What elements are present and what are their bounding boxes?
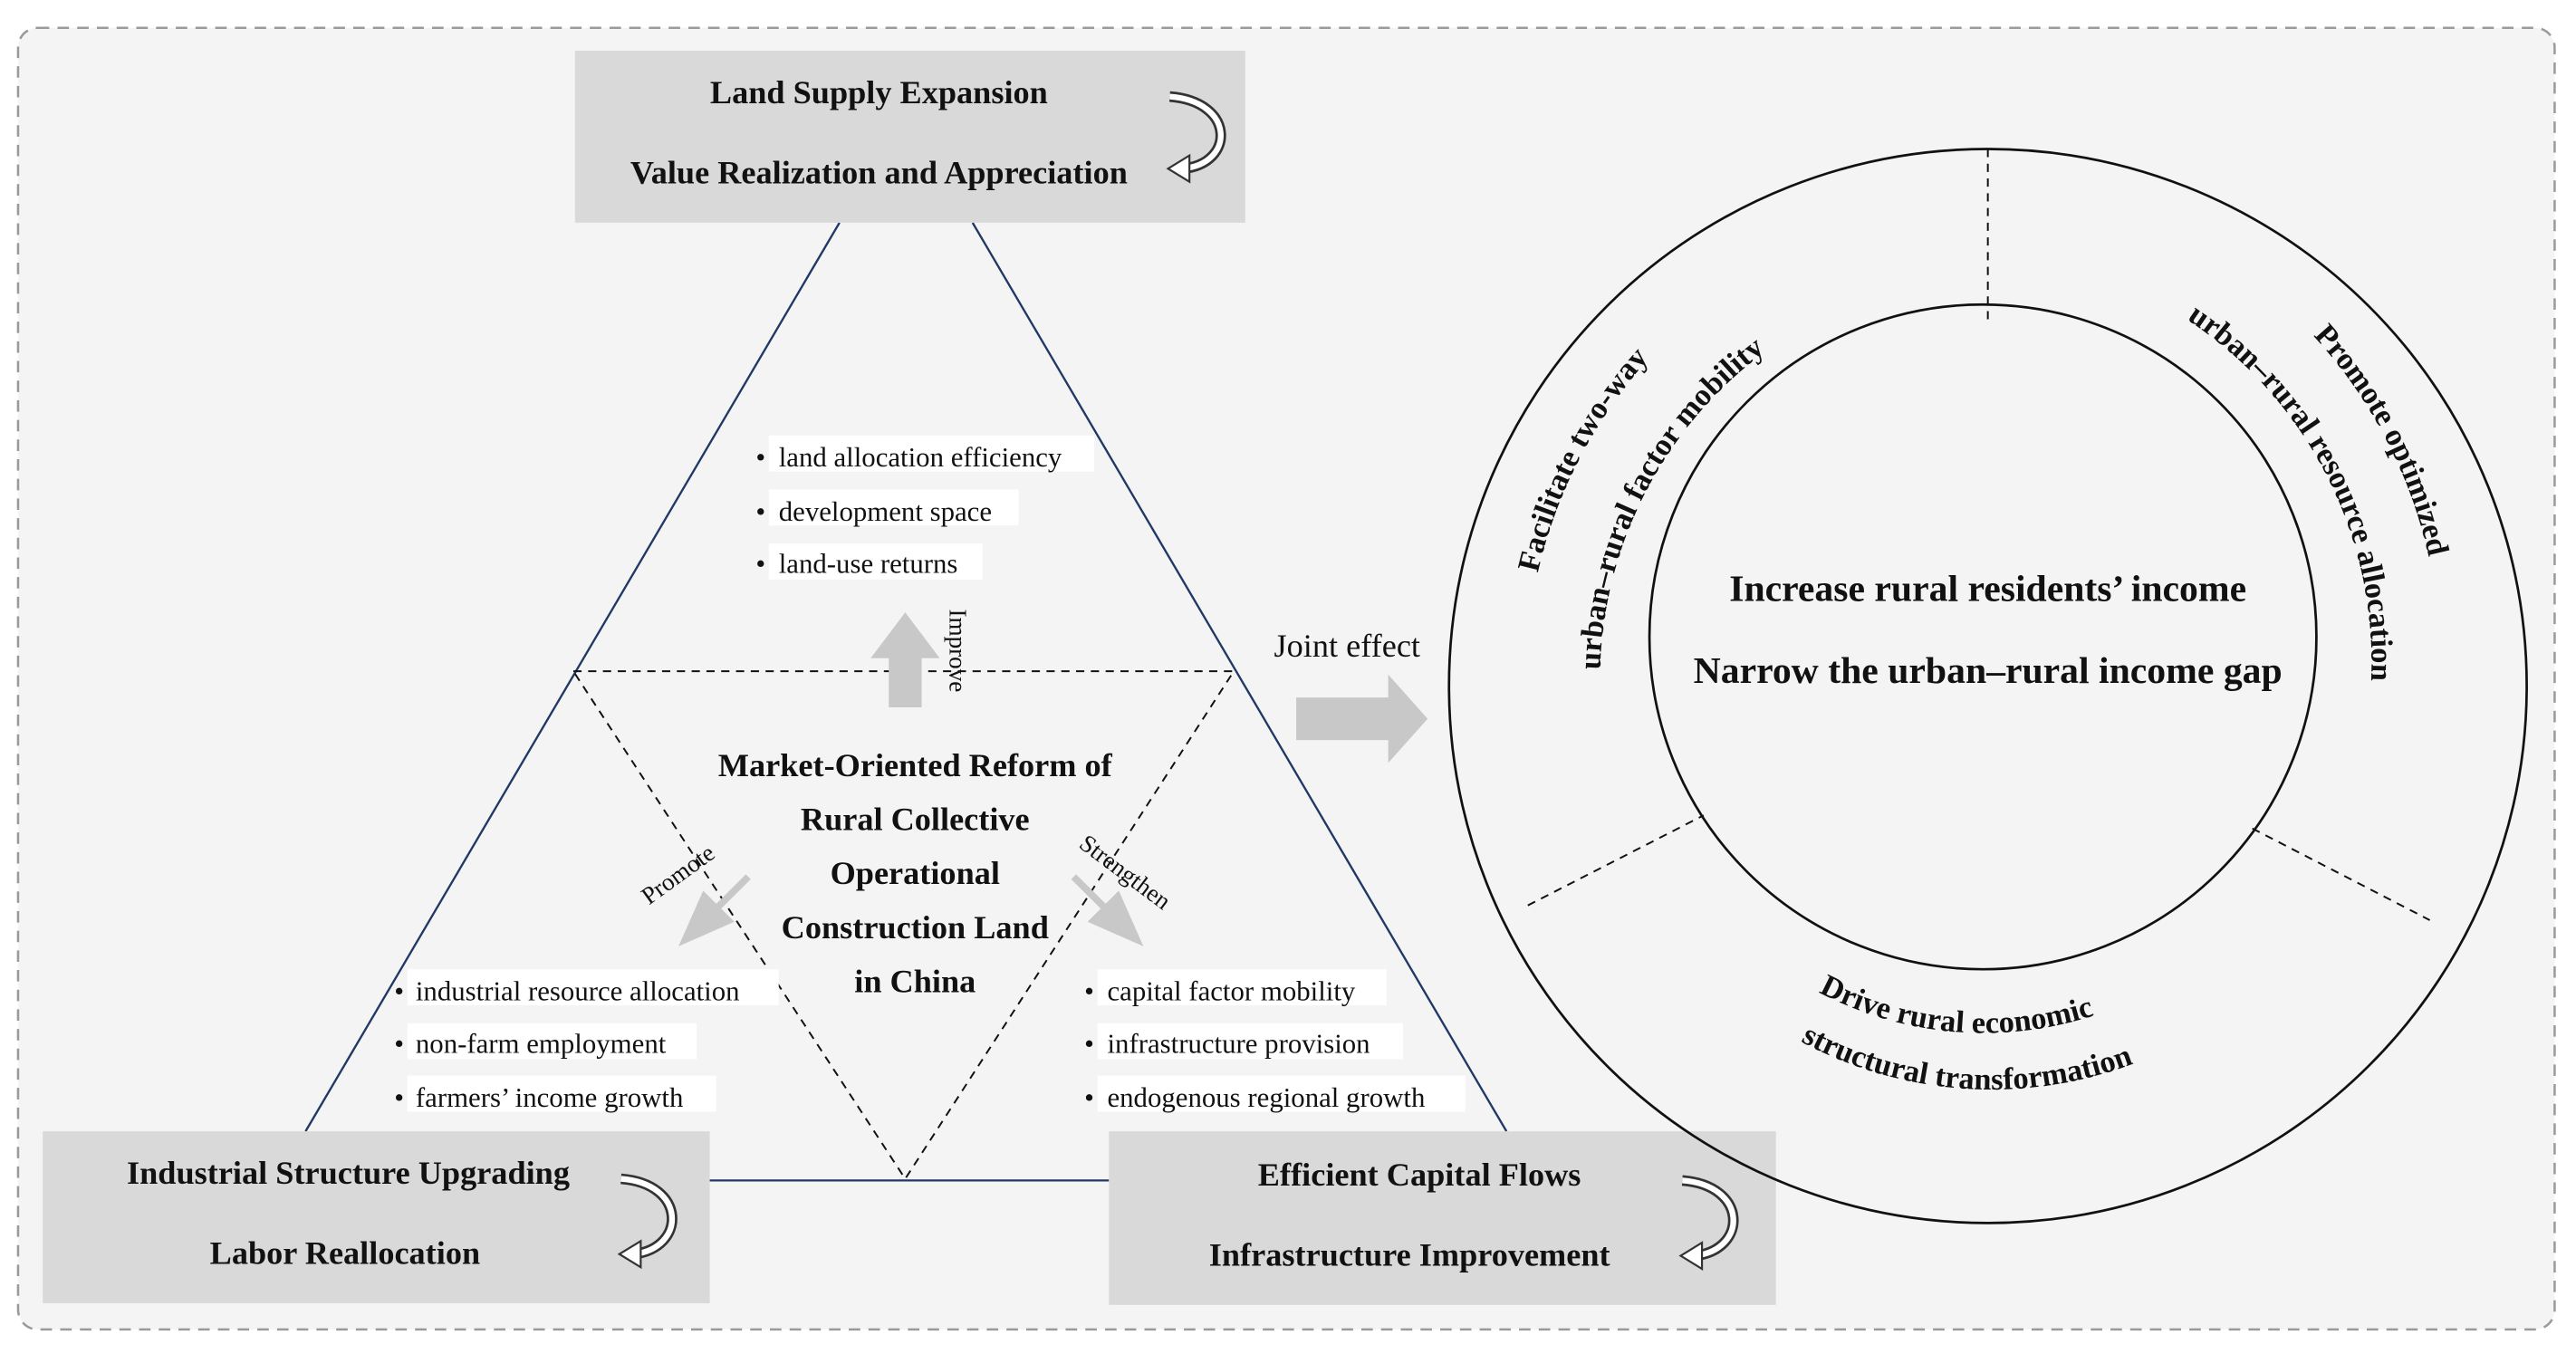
list-item: endogenous regional growth [1107,1082,1425,1113]
box-industry-title: Industrial Structure Upgrading [127,1155,570,1191]
svg-text:Market-Oriented Reform of: Market-Oriented Reform of [718,747,1113,783]
bullet-list-right: • capital factor mobility • infrastructu… [1084,969,1466,1113]
box-capital-title: Efficient Capital Flows [1258,1157,1581,1193]
cycle-arrow-icon [1678,1175,1739,1271]
box-land-supply: Land Supply Expansion Value Realization … [574,51,1245,223]
svg-text:•: • [1084,976,1094,1007]
list-item: farmers’ income growth [416,1082,684,1113]
bullet-list-left: • industrial resource allocation • non-f… [394,969,779,1113]
ring-divider-right [2252,827,2431,921]
box-land-subtitle: Value Realization and Appreciation [630,155,1128,191]
list-item: land-use returns [779,549,958,580]
cycle-arrow-icon [1166,91,1226,184]
box-industrial-structure: Industrial Structure Upgrading Labor Rea… [43,1131,710,1303]
box-capital-flows: Efficient Capital Flows Infrastructure I… [1109,1131,1776,1305]
svg-text:•: • [394,1028,404,1059]
list-item: infrastructure provision [1107,1028,1370,1059]
list-item: non-farm employment [416,1028,667,1059]
box-industry-subtitle: Labor Reallocation [210,1235,481,1272]
down-left-block-arrow-icon [678,874,766,946]
list-item: land allocation efficiency [779,442,1062,473]
up-block-arrow-icon [870,612,940,707]
triangle-edge-left [304,222,841,1132]
center-reform-title: Market-Oriented Reform of Rural Collecti… [718,747,1113,1000]
svg-text:•: • [755,496,765,527]
list-item: capital factor mobility [1107,976,1355,1007]
svg-text:Construction Land: Construction Land [782,909,1049,946]
svg-text:•: • [394,976,404,1007]
verb-improve: Improve [944,609,971,692]
svg-text:•: • [755,442,765,473]
right-block-arrow-icon [1296,674,1428,763]
svg-text:•: • [394,1082,404,1113]
box-capital-subtitle: Infrastructure Improvement [1209,1236,1610,1272]
ring-divider-left [1527,814,1705,907]
list-item: development space [779,496,992,527]
diagram-panel-border [16,26,2556,1331]
triangle-edge-right [971,222,1508,1132]
box-land-title: Land Supply Expansion [710,74,1048,110]
svg-text:•: • [755,549,765,580]
down-right-block-arrow-icon [1056,874,1144,946]
cycle-arrow-icon [617,1173,678,1270]
joint-effect-label: Joint effect [1274,628,1420,664]
svg-text:in China: in China [854,964,976,1000]
svg-text:Operational: Operational [831,855,1000,891]
inner-circle [1648,302,2318,971]
svg-text:•: • [1084,1082,1094,1113]
svg-text:Rural Collective: Rural Collective [801,802,1030,838]
outcome-income: Increase rural residents’ income [1729,569,2246,610]
outcome-gap: Narrow the urban–rural income gap [1694,650,2283,692]
bullet-list-top: • land allocation efficiency • developme… [755,435,1094,580]
list-item: industrial resource allocation [416,976,740,1007]
svg-text:•: • [1084,1028,1094,1059]
